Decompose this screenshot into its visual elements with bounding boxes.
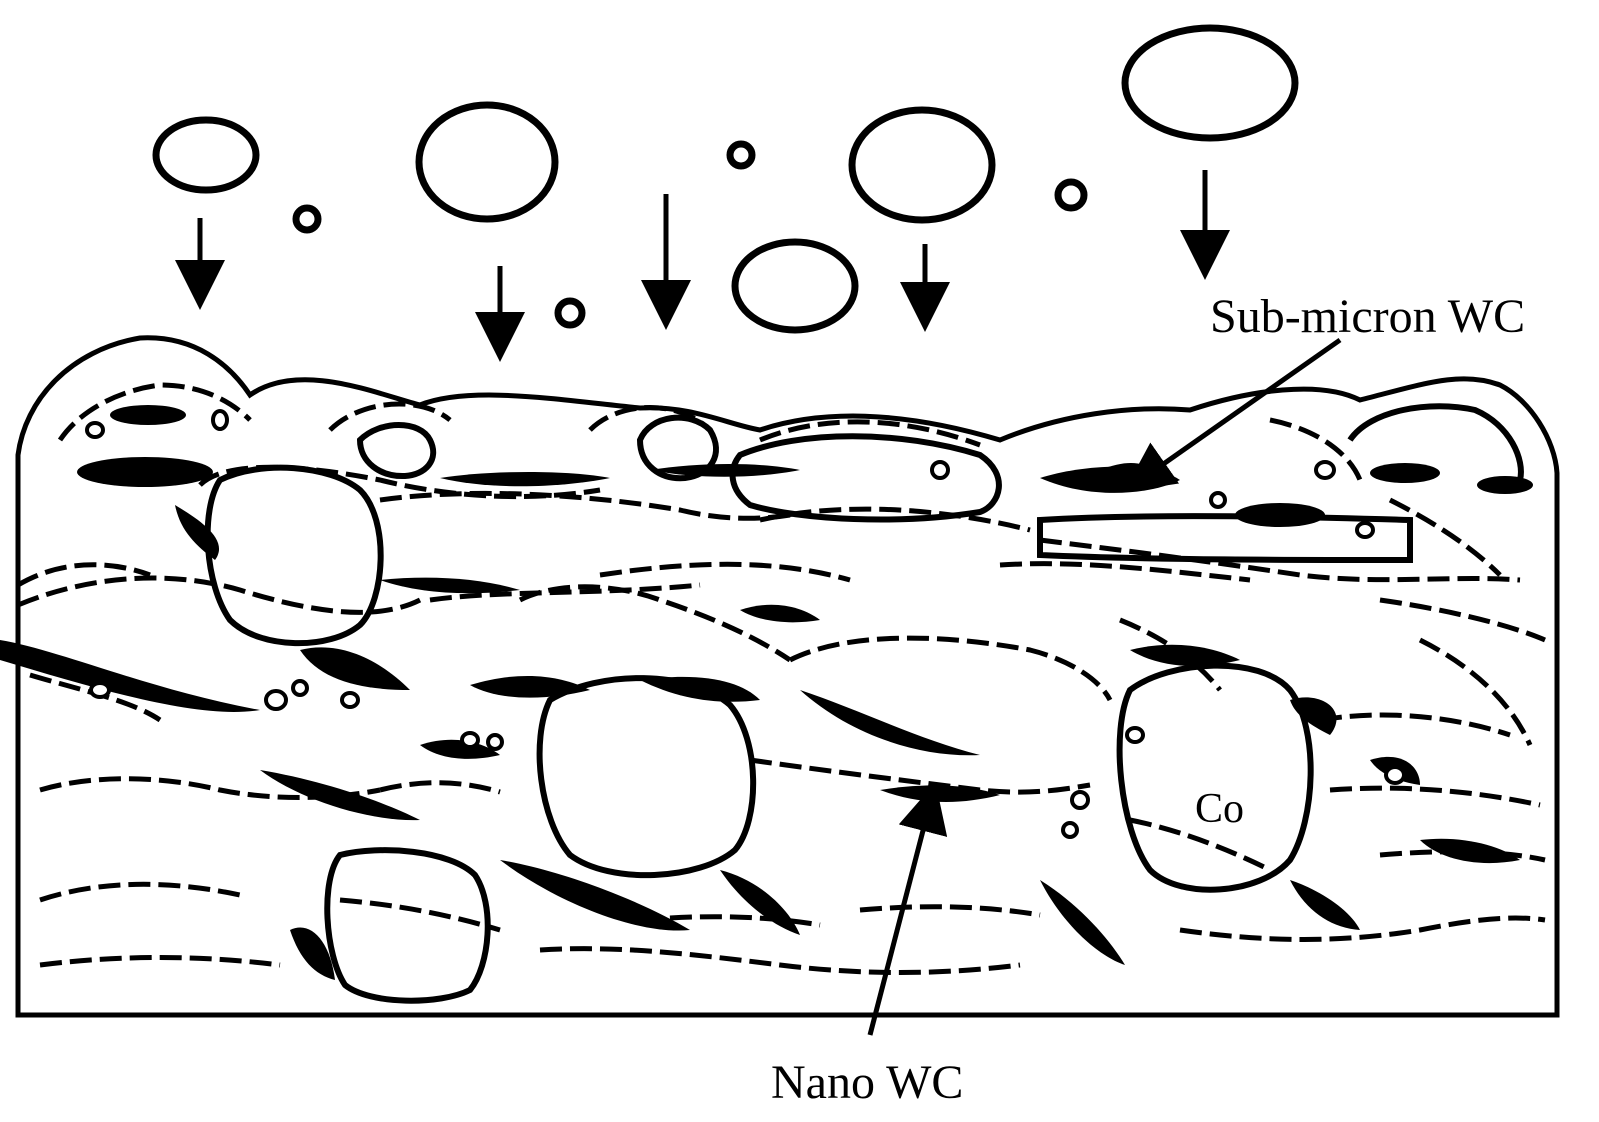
particle-small <box>292 204 322 234</box>
incoming-particles <box>152 24 1299 334</box>
nano-wc-label: Nano WC <box>771 1056 963 1109</box>
sub-micron-wc-label: Sub-micron WC <box>1210 290 1525 343</box>
particle-large <box>152 116 260 194</box>
particle-large <box>731 238 859 334</box>
coating-boundary <box>15 335 1560 1018</box>
pores <box>85 409 1406 839</box>
particle-large <box>415 101 559 223</box>
particle-small <box>554 297 586 329</box>
impact-arrows <box>175 170 1230 362</box>
sub-micron-pointer-arrow <box>1123 337 1342 492</box>
co-binder-label: Co <box>1195 786 1244 832</box>
particle-small <box>726 140 756 170</box>
splat-boundaries <box>16 382 1546 975</box>
coating-cross-section <box>0 335 1560 1018</box>
particle-small <box>1054 178 1088 212</box>
particle-large <box>1121 24 1299 142</box>
particle-large <box>848 106 996 224</box>
nano-pointer-arrow <box>867 782 948 1036</box>
annotations: Sub-micron WC Nano WC Co <box>771 290 1525 1109</box>
splat-outlines <box>204 403 1524 1004</box>
